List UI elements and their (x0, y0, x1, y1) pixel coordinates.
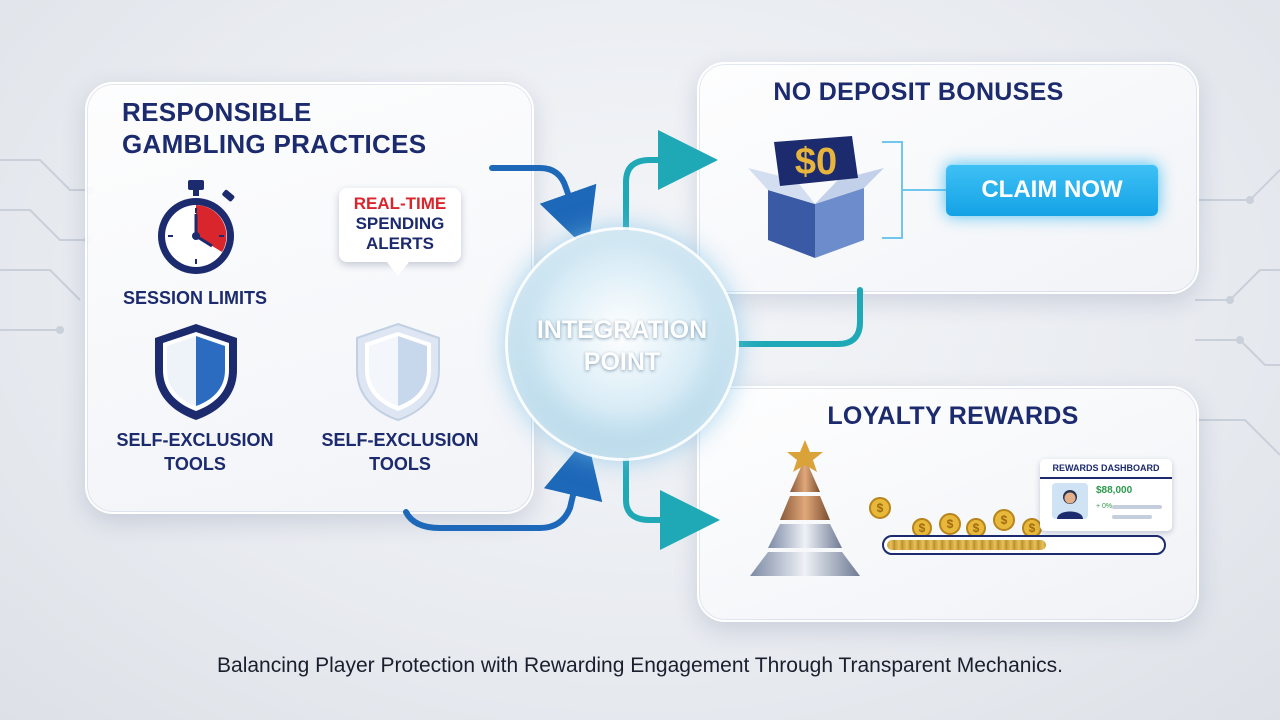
alert-line-1: REAL-TIME (353, 194, 447, 213)
responsible-gambling-panel (85, 82, 534, 514)
alert-line-3: ALERTS (366, 234, 434, 253)
claim-now-button[interactable]: CLAIM NOW (946, 164, 1158, 216)
dashboard-tag: + 0% (1096, 503, 1113, 510)
dashboard-amount: $88,000 (1096, 485, 1133, 496)
dashboard-title: REWARDS DASHBOARD (1040, 459, 1172, 479)
self-exclusion-2-line-2: TOOLS (369, 454, 431, 474)
session-limits-label: SESSION LIMITS (122, 288, 268, 308)
user-avatar-icon (1052, 483, 1088, 519)
coin-symbol: $ (1029, 521, 1036, 535)
loyalty-progress-fill (887, 540, 1046, 550)
shield-icon (356, 322, 440, 422)
self-exclusion-1-line-2: TOOLS (164, 454, 226, 474)
spending-alerts-bubble: REAL-TIME SPENDING ALERTS (339, 188, 461, 276)
integration-hub-label: INTEGRATION POINT (508, 314, 736, 378)
coin-symbol: $ (877, 501, 884, 515)
title-line-2: GAMBLING PRACTICES (122, 129, 427, 159)
self-exclusion-label-2: SELF-EXCLUSION TOOLS (305, 428, 495, 476)
alert-line-2: SPENDING (355, 214, 445, 233)
self-exclusion-1-line-1: SELF-EXCLUSION (116, 430, 274, 450)
coin-symbol: $ (1001, 513, 1008, 527)
stopwatch-icon (158, 180, 235, 274)
loyalty-progress-bar (882, 535, 1166, 555)
hub-line-2: POINT (583, 348, 661, 376)
tier-pyramid-icon (750, 440, 860, 576)
loyalty-rewards-title: LOYALTY REWARDS (827, 402, 1079, 430)
coin-symbol: $ (947, 517, 954, 531)
no-deposit-title: NO DEPOSIT BONUSES (773, 78, 1064, 106)
dashboard-text-lines (1112, 505, 1162, 519)
rewards-dashboard-card: REWARDS DASHBOARD $88,000 + 0% (1040, 459, 1172, 531)
responsible-gambling-title: RESPONSIBLE GAMBLING PRACTICES (122, 96, 426, 160)
coin-symbol: $ (973, 521, 980, 535)
diagram-caption: Balancing Player Protection with Rewardi… (217, 654, 1063, 677)
self-exclusion-2-line-1: SELF-EXCLUSION (321, 430, 479, 450)
gift-box-icon: $0 (748, 136, 884, 258)
bracket-connector (882, 141, 946, 239)
integration-hub (508, 230, 736, 458)
title-line-1: RESPONSIBLE (122, 97, 312, 127)
box-text: $0 (795, 141, 837, 183)
coins-icon: $ $ $ $ $ $ (869, 497, 1042, 538)
shield-icon (155, 324, 237, 420)
coin-symbol: $ (919, 521, 926, 535)
self-exclusion-label-1: SELF-EXCLUSION TOOLS (100, 428, 290, 476)
hub-line-1: INTEGRATION (536, 316, 708, 344)
